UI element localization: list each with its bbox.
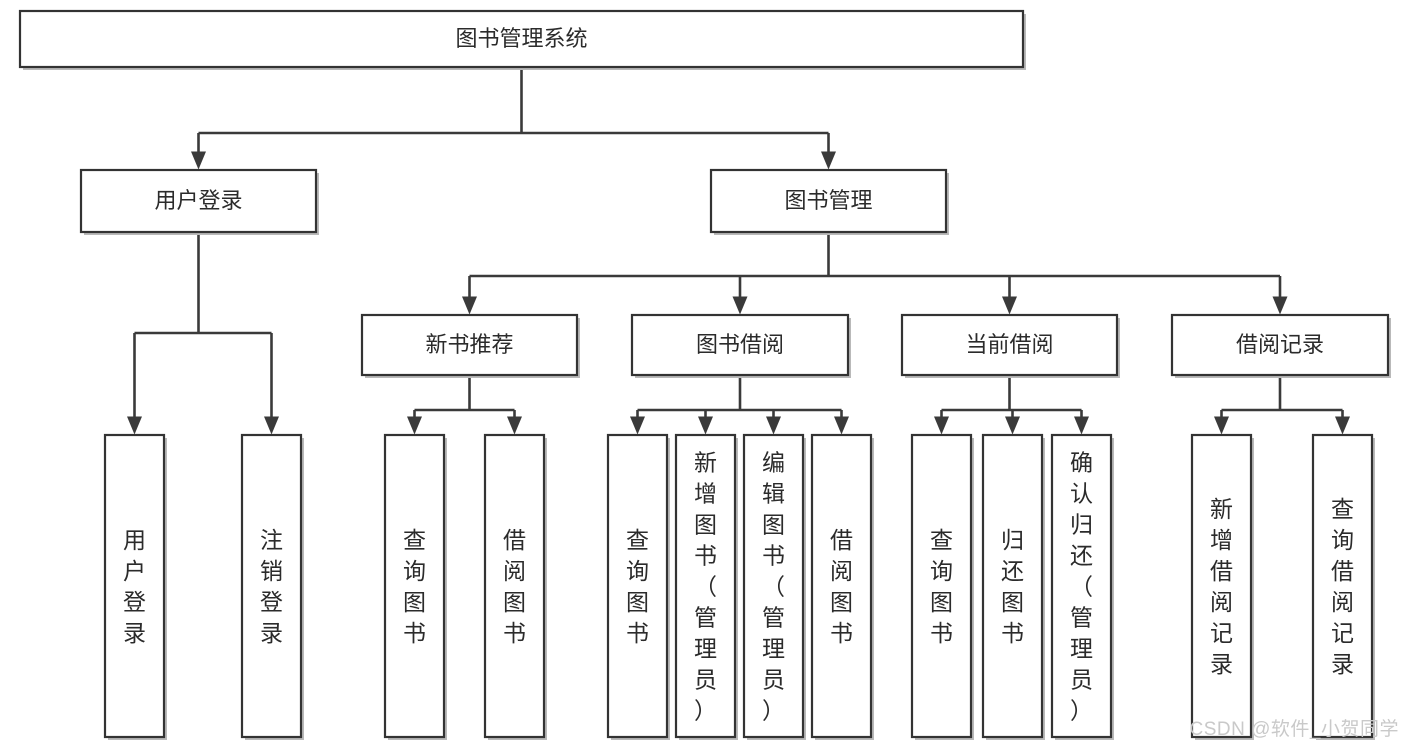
node-root[interactable]: 图书管理系统 <box>18 9 1026 70</box>
node-leaf-br-add-record[interactable]: 新增借阅记录 <box>1190 433 1254 740</box>
edge-group-book-manage <box>462 232 1288 315</box>
node-label-user-login: 用户登录 <box>154 188 242 213</box>
node-current-borrow[interactable]: 当前借阅 <box>900 313 1120 378</box>
node-label-leaf-cb-return-book: 归还图书 <box>1001 527 1024 646</box>
node-book-manage[interactable]: 图书管理 <box>709 168 949 235</box>
node-label-book-borrow: 图书借阅 <box>696 332 784 357</box>
node-leaf-bb-add-book[interactable]: 新增图书（管理员） <box>674 433 738 740</box>
node-leaf-bb-borrow-book[interactable]: 借阅图书 <box>810 433 874 740</box>
node-user-login[interactable]: 用户登录 <box>79 168 319 235</box>
node-label-book-manage: 图书管理 <box>784 188 872 213</box>
arrow-head-icon <box>1335 416 1350 435</box>
node-label-leaf-bb-query-book: 查询图书 <box>626 527 649 646</box>
node-new-book-rec[interactable]: 新书推荐 <box>360 313 580 378</box>
arrow-head-icon <box>821 151 836 170</box>
node-label-leaf-br-add-record: 新增借阅记录 <box>1210 496 1233 677</box>
edge-group-user-login <box>127 232 279 435</box>
node-label-current-borrow: 当前借阅 <box>965 332 1053 357</box>
node-book-borrow[interactable]: 图书借阅 <box>630 313 851 378</box>
arrow-head-icon <box>507 416 522 435</box>
arrow-head-icon <box>766 416 781 435</box>
node-leaf-rec-borrow-book[interactable]: 借阅图书 <box>483 433 547 740</box>
node-leaf-user-logout[interactable]: 注销登录 <box>240 433 304 740</box>
arrow-head-icon <box>934 416 949 435</box>
node-layer: 图书管理系统用户登录图书管理新书推荐图书借阅当前借阅借阅记录用户登录注销登录查询… <box>18 9 1391 740</box>
node-label-new-book-rec: 新书推荐 <box>425 332 513 357</box>
node-label-leaf-cb-confirm-return: 确认归还（管理员） <box>1070 450 1093 724</box>
connector-layer <box>127 67 1350 435</box>
arrow-head-icon <box>407 416 422 435</box>
arrow-head-icon <box>698 416 713 435</box>
node-label-leaf-rec-query-book: 查询图书 <box>403 527 426 646</box>
arrow-head-icon <box>127 416 142 435</box>
arrow-head-icon <box>1074 416 1089 435</box>
node-leaf-cb-confirm-return[interactable]: 确认归还（管理员） <box>1050 433 1114 740</box>
arrow-head-icon <box>191 151 206 170</box>
edge-group-book-borrow <box>630 375 849 435</box>
node-label-leaf-bb-add-book: 新增图书（管理员） <box>694 450 717 724</box>
edge-group-current-borrow <box>934 375 1089 435</box>
edge-group-borrow-record <box>1214 375 1350 435</box>
arrow-head-icon <box>1002 296 1017 315</box>
node-leaf-br-query-record[interactable]: 查询借阅记录 <box>1311 433 1375 740</box>
node-label-leaf-bb-borrow-book: 借阅图书 <box>830 527 853 646</box>
arrow-head-icon <box>732 296 748 315</box>
node-leaf-bb-query-book[interactable]: 查询图书 <box>606 433 670 740</box>
arrow-head-icon <box>264 416 279 435</box>
node-label-leaf-br-query-record: 查询借阅记录 <box>1331 496 1354 677</box>
edge-group-root <box>191 67 836 170</box>
node-label-leaf-cb-query-book: 查询图书 <box>930 527 953 646</box>
node-label-leaf-user-login: 用户登录 <box>123 527 146 646</box>
node-leaf-rec-query-book[interactable]: 查询图书 <box>383 433 447 740</box>
arrow-head-icon <box>1214 416 1229 435</box>
arrow-head-icon <box>834 416 849 435</box>
node-leaf-user-login[interactable]: 用户登录 <box>103 433 167 740</box>
node-leaf-bb-edit-book[interactable]: 编辑图书（管理员） <box>742 433 806 740</box>
arrow-head-icon <box>630 416 645 435</box>
arrow-head-icon <box>1272 296 1288 315</box>
node-label-root: 图书管理系统 <box>455 26 587 51</box>
arrow-head-icon <box>462 296 477 315</box>
node-label-borrow-record: 借阅记录 <box>1236 332 1324 357</box>
node-borrow-record[interactable]: 借阅记录 <box>1170 313 1391 378</box>
node-leaf-cb-return-book[interactable]: 归还图书 <box>981 433 1045 740</box>
node-label-leaf-rec-borrow-book: 借阅图书 <box>503 527 526 646</box>
node-leaf-cb-query-book[interactable]: 查询图书 <box>910 433 974 740</box>
node-label-leaf-user-logout: 注销登录 <box>260 527 283 646</box>
node-label-leaf-bb-edit-book: 编辑图书（管理员） <box>762 450 785 724</box>
arrow-head-icon <box>1005 416 1020 435</box>
edge-group-new-book-rec <box>407 375 522 435</box>
